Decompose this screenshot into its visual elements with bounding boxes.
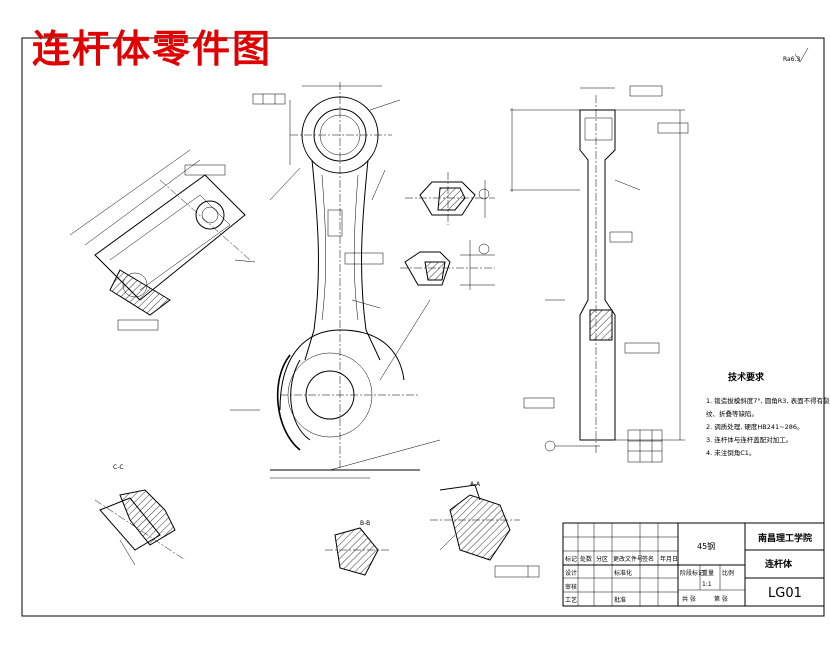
tech-requirements-heading: 技术要求	[728, 373, 765, 383]
roughness-mark: Ra6.3	[783, 47, 809, 63]
svg-text:共 张: 共 张	[682, 595, 696, 603]
section-c-c: C-C	[94, 464, 186, 566]
scale-text: 1:1	[702, 581, 712, 588]
svg-text:标记: 标记	[565, 555, 577, 563]
oblique-view	[69, 149, 256, 331]
svg-text:Ra6.3: Ra6.3	[783, 56, 800, 63]
drawing-frame	[21, 37, 825, 617]
svg-text:工艺: 工艺	[565, 596, 577, 604]
svg-text:签名: 签名	[642, 555, 654, 563]
section-views-middle	[400, 172, 495, 290]
drawing-number-text: LG01	[768, 586, 802, 601]
material-text: 45钢	[697, 541, 715, 551]
front-view	[230, 82, 441, 479]
tech-requirement-item: 4. 未注倒角C1。	[706, 449, 756, 457]
part-name-text: 连杆体	[765, 558, 793, 570]
section-b-b: B-B	[325, 520, 390, 576]
svg-text:审核: 审核	[565, 583, 577, 591]
drawing-title: 连杆体零件图	[32, 27, 273, 71]
svg-text:设计: 设计	[565, 569, 577, 577]
svg-text:更改文件号: 更改文件号	[613, 555, 643, 563]
svg-text:A-A: A-A	[470, 481, 481, 488]
section-a-a: A-A	[430, 481, 540, 578]
svg-text:C-C: C-C	[113, 464, 124, 471]
svg-text:比例: 比例	[722, 569, 734, 577]
tech-requirement-item: 2. 调质处理, 硬度HB241~286。	[706, 423, 804, 431]
svg-text:重量: 重量	[702, 569, 714, 577]
tech-requirement-item: 3. 连杆体与连杆盖配对加工。	[706, 436, 793, 444]
svg-text:阶段标记: 阶段标记	[680, 569, 704, 577]
svg-text:B-B: B-B	[360, 520, 370, 527]
title-block[interactable]: 45钢 南昌理工学院 连杆体 LG01 1:1 设计 审核 工艺 批准 标记 处…	[562, 522, 825, 607]
svg-text:标准化: 标准化	[614, 569, 632, 577]
side-view	[510, 85, 689, 463]
svg-text:年月日: 年月日	[660, 555, 678, 563]
svg-text:批准: 批准	[614, 596, 626, 604]
school-text: 南昌理工学院	[758, 532, 812, 544]
svg-text:分区: 分区	[596, 555, 608, 563]
tech-requirement-item: 1. 锻造拔模斜度7°, 圆角R3, 表面不得有裂纹、折叠等缺陷。	[706, 397, 830, 418]
tech-requirements-list: 1. 锻造拔模斜度7°, 圆角R3, 表面不得有裂纹、折叠等缺陷。 2. 调质处…	[706, 395, 830, 460]
svg-text:处数: 处数	[580, 555, 592, 563]
svg-text:第 张: 第 张	[714, 595, 728, 603]
